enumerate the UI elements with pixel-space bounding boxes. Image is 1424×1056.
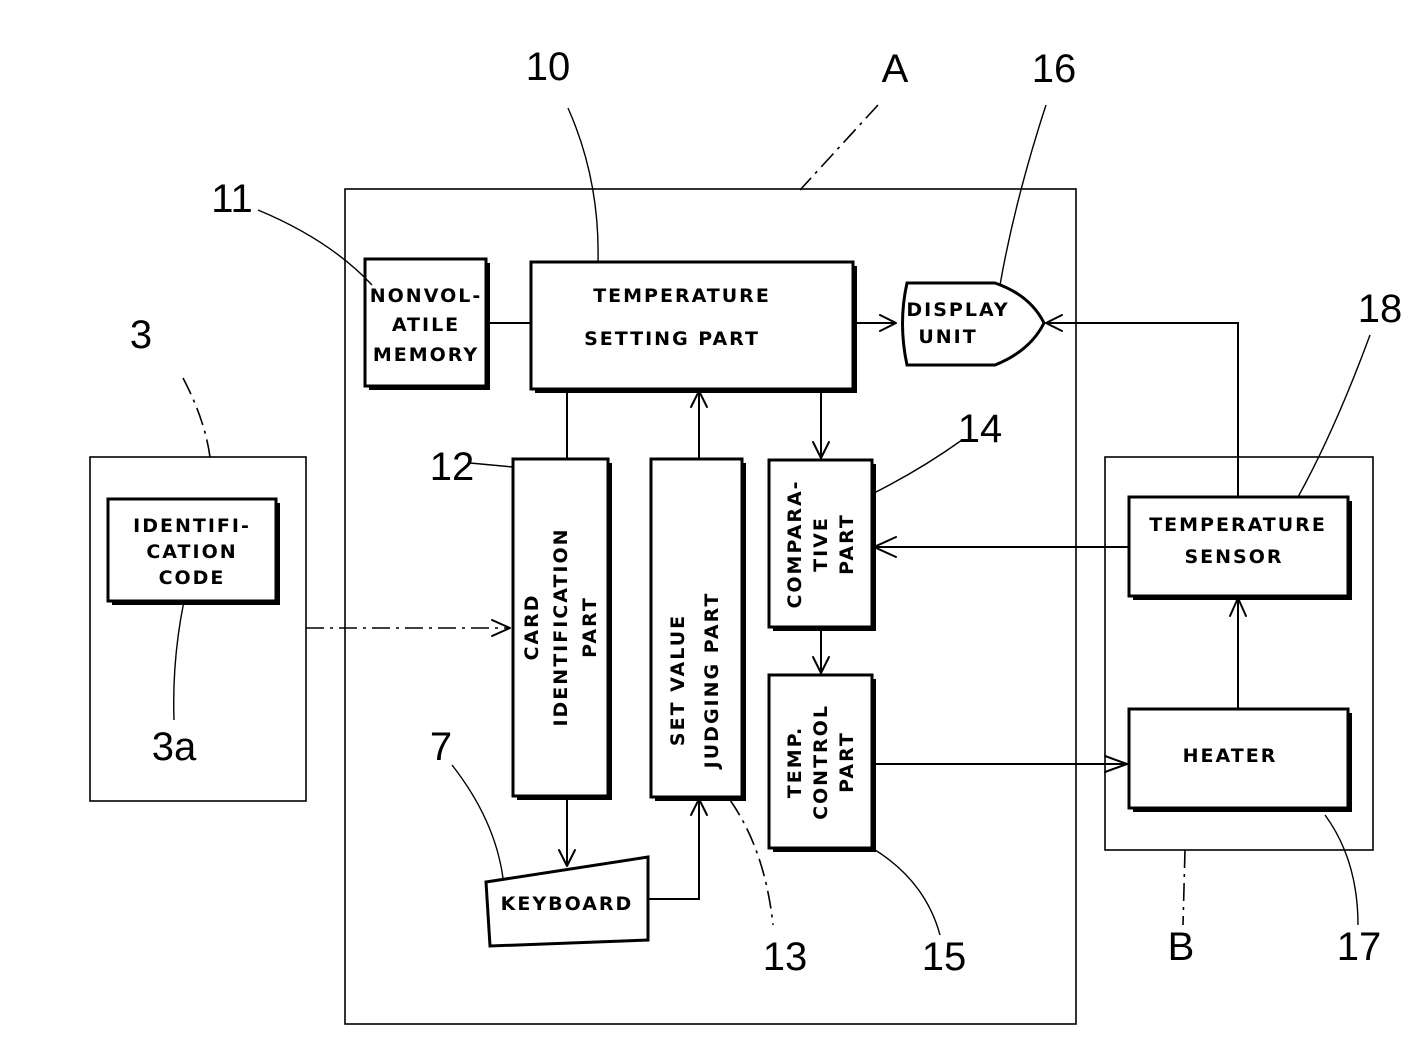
- card-identification-line-3: PART: [579, 596, 601, 658]
- ref-7: 7: [430, 725, 452, 769]
- ref-3a: 3a: [152, 725, 197, 769]
- nonvolatile-memory-line-2: ATILE: [392, 314, 460, 336]
- ref-18: 18: [1358, 287, 1403, 331]
- card-identification-line-1: CARD: [521, 593, 543, 660]
- ref-b: B: [1168, 925, 1195, 969]
- heater-label: HEATER: [1183, 745, 1278, 767]
- nonvolatile-memory-box: NONVOL- ATILE MEMORY: [365, 259, 490, 390]
- display-unit-shape: DISPLAY UNIT: [903, 283, 1045, 365]
- comparative-line-1: COMPARA-: [784, 479, 806, 608]
- temperature-setting-line-1: TEMPERATURE: [593, 285, 771, 307]
- temp-control-line-3: PART: [836, 731, 858, 793]
- ref-14: 14: [958, 407, 1003, 451]
- identification-code-line-3: CODE: [159, 567, 226, 589]
- comparative-line-2: TIVE: [810, 516, 832, 572]
- ref-13: 13: [763, 935, 808, 979]
- identification-code-box: IDENTIFI- CATION CODE: [108, 499, 280, 605]
- temperature-sensor-box: TEMPERATURE SENSOR: [1129, 497, 1352, 600]
- ref-17: 17: [1337, 925, 1382, 969]
- ref-10: 10: [526, 45, 571, 89]
- temp-control-part-box: TEMP. CONTROL PART: [769, 675, 876, 852]
- set-value-line-2: JUDGING PART: [701, 592, 723, 771]
- keyboard-shape: KEYBOARD: [486, 857, 648, 946]
- temperature-setting-line-2: SETTING PART: [584, 328, 760, 350]
- temp-control-line-2: CONTROL: [810, 704, 832, 820]
- set-value-judging-part-box: SET VALUE JUDGING PART: [651, 459, 746, 801]
- display-unit-line-2: UNIT: [918, 326, 977, 348]
- nonvolatile-memory-line-3: MEMORY: [373, 344, 479, 366]
- ref-11: 11: [211, 177, 253, 221]
- ref-3: 3: [130, 313, 152, 357]
- ref-12: 12: [430, 445, 475, 489]
- temperature-setting-part-box: TEMPERATURE SETTING PART: [531, 262, 857, 393]
- heater-box: HEATER: [1129, 709, 1352, 812]
- temp-control-line-1: TEMP.: [784, 726, 806, 799]
- identification-code-line-2: CATION: [146, 541, 237, 563]
- ref-a: A: [882, 47, 909, 91]
- temperature-sensor-line-1: TEMPERATURE: [1149, 514, 1327, 536]
- keyboard-label: KEYBOARD: [501, 893, 634, 915]
- display-unit-line-1: DISPLAY: [906, 299, 1009, 321]
- comparative-line-3: PART: [836, 513, 858, 575]
- card-identification-line-2: IDENTIFICATION: [550, 527, 572, 726]
- nonvolatile-memory-line-1: NONVOL-: [370, 285, 482, 307]
- set-value-line-1: SET VALUE: [667, 614, 689, 746]
- ref-15: 15: [922, 935, 967, 979]
- temperature-sensor-line-2: SENSOR: [1184, 546, 1283, 568]
- identification-code-line-1: IDENTIFI-: [133, 515, 251, 537]
- ref-16: 16: [1032, 47, 1077, 91]
- card-identification-part-box: CARD IDENTIFICATION PART: [513, 459, 612, 800]
- comparative-part-box: COMPARA- TIVE PART: [769, 460, 876, 631]
